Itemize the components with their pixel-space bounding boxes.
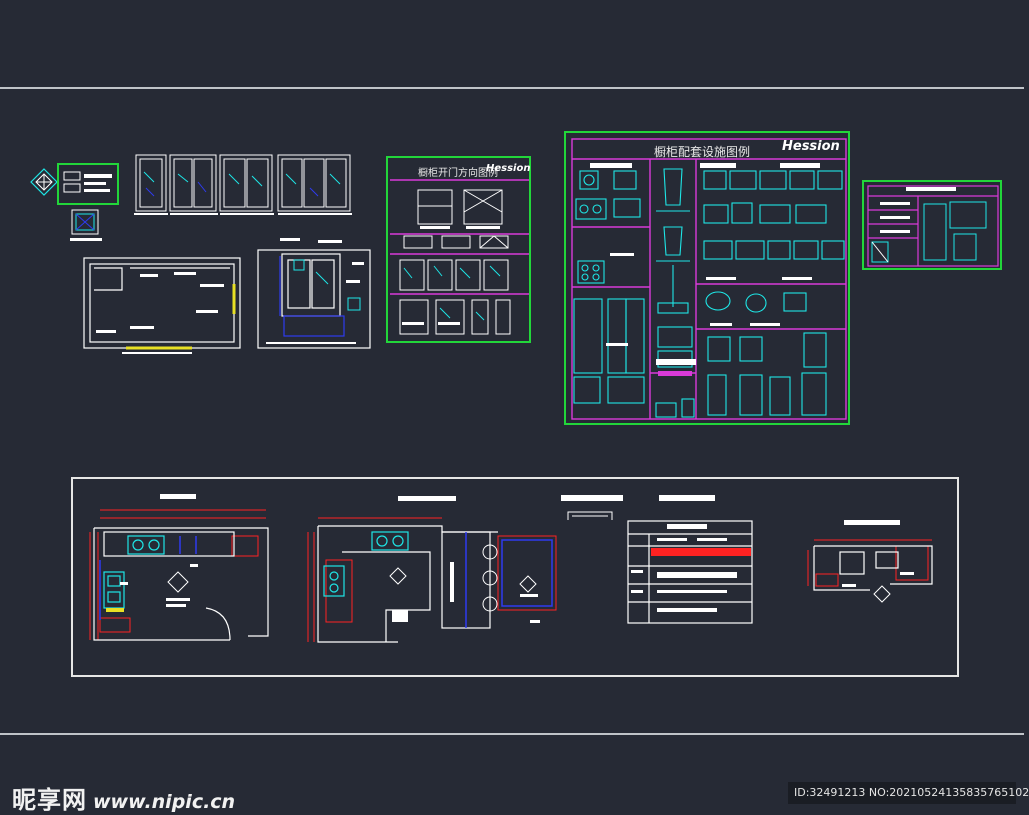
title-block-small xyxy=(57,163,119,205)
small-detail-sheet xyxy=(862,180,1002,270)
dimension-sketch xyxy=(567,511,613,520)
door-legend-brand-logo: Hession xyxy=(486,163,531,174)
kitchen-plan-left xyxy=(83,257,241,354)
appliance-legend-sheet: 橱柜配套设施图例 Hession xyxy=(564,131,850,425)
kitchen-plan-b xyxy=(307,496,557,643)
bottom-divider-line xyxy=(0,733,1024,735)
kitchen-plans-frame xyxy=(71,477,959,677)
door-legend-grid xyxy=(390,179,529,335)
kitchen-plan-c xyxy=(807,520,933,603)
window-elevations xyxy=(134,154,352,215)
plan-label-bar-2 xyxy=(659,495,715,501)
nipic-watermark: 昵享网 www.nipic.cn xyxy=(12,780,235,815)
door-direction-legend-sheet: 橱柜开门方向图例 Hession xyxy=(386,156,531,343)
kitchen-plan-a xyxy=(89,494,269,641)
kitchen-plan-right xyxy=(257,238,371,349)
top-divider-line xyxy=(0,87,1024,89)
compass-symbol xyxy=(30,168,58,196)
appliance-legend-brand-logo: Hession xyxy=(782,139,840,154)
plan-label-bar-1 xyxy=(561,495,623,501)
schedule-table xyxy=(627,520,753,624)
watermark-logo: 昵享网 xyxy=(12,786,87,814)
appliance-legend-grid xyxy=(571,138,847,420)
appliance-legend-title: 橱柜配套设施图例 xyxy=(654,145,751,159)
small-cabinet-symbol xyxy=(70,209,102,241)
door-legend-title: 橱柜开门方向图例 xyxy=(418,168,498,179)
image-id-label: ID:32491213 NO:20210524135835765102 xyxy=(788,782,1029,804)
small-detail-grid xyxy=(867,185,999,267)
watermark-site-link[interactable]: www.nipic.cn xyxy=(93,791,236,813)
